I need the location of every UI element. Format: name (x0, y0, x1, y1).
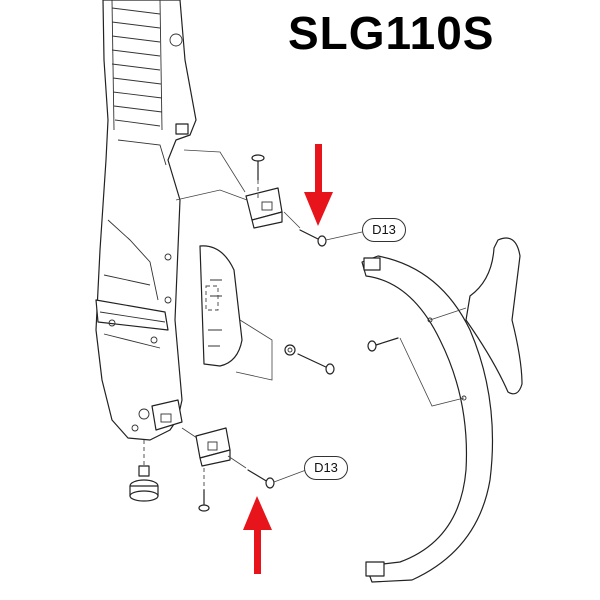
lower-bracket-assembly (181, 427, 275, 512)
model-title: SLG110S (288, 7, 495, 59)
side-plate (199, 245, 335, 381)
callout-label-top: D13 (362, 218, 406, 242)
guitar-body-frame (95, 0, 197, 441)
arrow-up-icon (243, 496, 272, 574)
upper-bracket-assembly (175, 149, 327, 247)
callout-leader-bottom (273, 469, 307, 483)
callout-leader-top (325, 231, 363, 241)
arrow-down-icon (304, 144, 333, 226)
frame-arm (361, 237, 523, 583)
callout-label-bottom: D13 (304, 456, 348, 480)
strap-pin-knob (129, 440, 159, 502)
